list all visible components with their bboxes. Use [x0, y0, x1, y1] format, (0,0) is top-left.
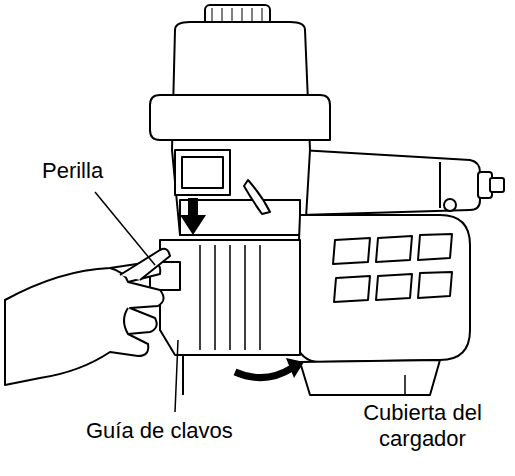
part-label: Perilla [42, 158, 152, 184]
part-label: Cubierta del cargador [335, 400, 510, 452]
part-label: Guía de clavos [86, 418, 276, 444]
